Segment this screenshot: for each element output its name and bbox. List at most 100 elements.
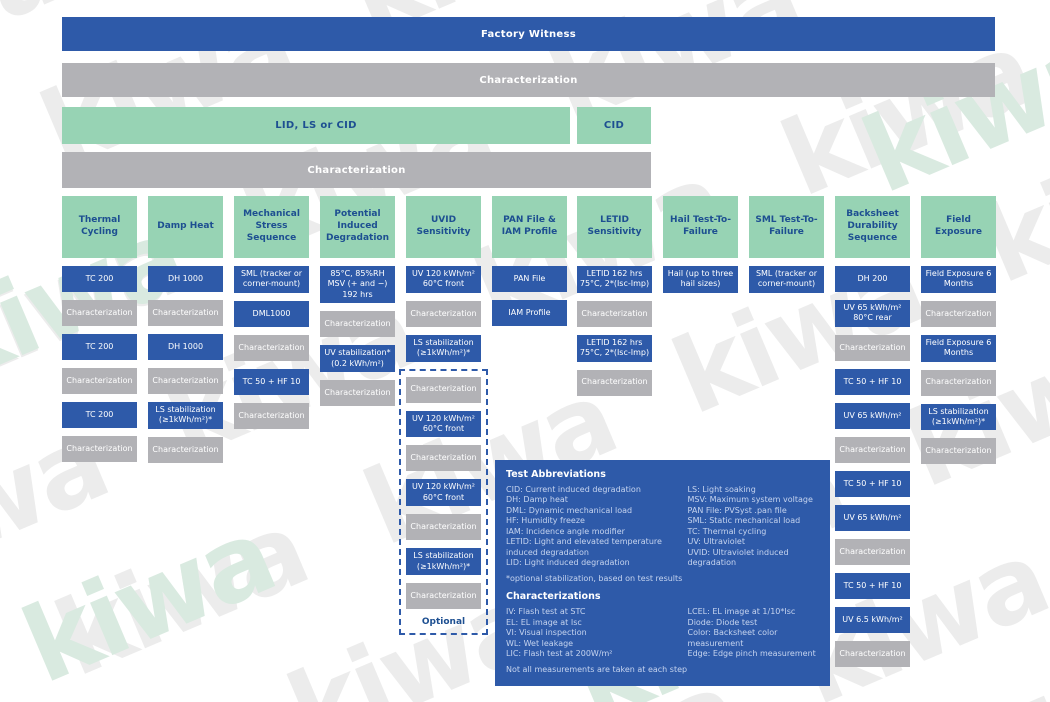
characterization-step: Characterization: [921, 300, 996, 327]
legend-item: LIC: Flash test at 200W/m²: [506, 649, 613, 659]
column-header: Damp Heat: [148, 196, 223, 258]
test-step: DH 1000: [148, 266, 223, 292]
characterization-step: Characterization: [577, 369, 652, 396]
test-step: DH 1000: [148, 334, 223, 360]
optional-label: Optional: [421, 616, 466, 627]
legend-item: LETID: Light and elevated temperature in…: [506, 537, 662, 557]
column-header: Hail Test-To-Failure: [663, 196, 738, 258]
legend-item: EL: EL image at Isc: [506, 617, 582, 627]
column-header: Field Exposure: [921, 196, 996, 258]
legend-item: IV: Flash test at STC: [506, 606, 586, 616]
legend-item: LS: Light soaking: [687, 484, 756, 494]
legend-item: Edge: Edge pinch measurement: [687, 649, 816, 659]
test-step: SML (tracker or corner-mount): [749, 266, 824, 293]
column-header: UVID Sensitivity: [406, 196, 481, 258]
characterization-step: Characterization: [835, 538, 910, 565]
legend-item: TC: Thermal cycling: [687, 526, 767, 536]
test-step: UV 120 kWh/m² 60°C front: [406, 410, 481, 438]
column-header: LETID Sensitivity: [577, 196, 652, 258]
characterization-bar-mid: Characterization: [62, 152, 651, 188]
test-step: TC 200: [62, 266, 137, 292]
column-header: Backsheet Durability Sequence: [835, 196, 910, 258]
test-step: SML (tracker or corner-mount): [234, 266, 309, 293]
characterization-step: Characterization: [921, 369, 996, 396]
legend-item: Color: Backsheet color measurement: [687, 628, 778, 648]
test-step: PAN File: [492, 266, 567, 292]
test-step: LETID 162 hrs 75°C, 2*(Isc-Imp): [577, 334, 652, 362]
characterization-step: Characterization: [320, 311, 395, 338]
characterization-step: Characterization: [406, 376, 481, 403]
characterization-step: Characterization: [320, 379, 395, 406]
test-step: TC 50 + HF 10: [234, 368, 309, 395]
test-column: Potential Induced Degradation 85°C, 85%RH…: [320, 196, 395, 414]
characterization-step: Characterization: [835, 640, 910, 667]
test-column: UVID Sensitivity UV 120 kWh/m² 60°C front…: [399, 196, 488, 635]
test-step: UV 6.5 kWh/m²: [835, 606, 910, 633]
cid-box: CID: [577, 107, 651, 144]
legend-item: Diode: Diode test: [687, 617, 758, 627]
legend-panel: Test Abbreviations CID: Current induced …: [495, 460, 830, 686]
optional-stabilization-note: *optional stabilization, based on test r…: [506, 573, 683, 583]
legend-item: IAM: Incidence angle modifier: [506, 526, 625, 536]
test-step: LS stabilization (≥1kWh/m²)*: [406, 334, 481, 362]
legend-item: VI: Visual inspection: [506, 628, 587, 638]
legend-item: LID: Light induced degradation: [506, 558, 630, 568]
characterization-step: Characterization: [921, 438, 996, 465]
legend-item: WL: Wet leakage: [506, 638, 574, 648]
characterization-step: Characterization: [406, 300, 481, 327]
characterization-step: Characterization: [62, 436, 137, 462]
characterization-step: Characterization: [148, 436, 223, 463]
test-step: Field Exposure 6 Months: [921, 334, 996, 362]
factory-witness-bar: Factory Witness: [62, 17, 995, 51]
column-header: Potential Induced Degradation: [320, 196, 395, 258]
characterization-step: Characterization: [148, 300, 223, 326]
test-step: LS stabilization (≥1kWh/m²)*: [148, 402, 223, 429]
characterization-step: Characterization: [234, 402, 309, 429]
column-header: SML Test-To-Failure: [749, 196, 824, 258]
test-column: Backsheet Durability Sequence DH 200 UV 65…: [835, 196, 910, 675]
characterization-step: Characterization: [835, 334, 910, 361]
legend-item: MSV: Maximum system voltage: [687, 495, 813, 505]
column-header: Mechanical Stress Sequence: [234, 196, 309, 258]
legend-title-abbreviations: Test Abbreviations: [506, 469, 606, 480]
characterization-step: Characterization: [577, 300, 652, 327]
characterization-step: Characterization: [234, 334, 309, 361]
measurements-note: Not all measurements are taken at each s…: [506, 664, 688, 674]
legend-item: UV: Ultraviolet: [687, 537, 745, 547]
characterization-step: Characterization: [406, 514, 481, 541]
test-step: UV 120 kWh/m² 60°C front: [406, 479, 481, 507]
test-step: UV 65 kWh/m² 80°C rear: [835, 300, 910, 327]
test-step: UV stabilization* (0.2 kWh/m²): [320, 345, 395, 372]
test-step: IAM Profile: [492, 300, 567, 326]
test-step: TC 50 + HF 10: [835, 368, 910, 395]
test-step: TC 50 + HF 10: [835, 470, 910, 497]
test-step: 85°C, 85%RH MSV (+ and −) 192 hrs: [320, 266, 395, 304]
test-step: LS stabilization (≥1kWh/m²)*: [921, 403, 996, 431]
characterization-step: Characterization: [62, 368, 137, 394]
test-step: DML1000: [234, 300, 309, 327]
test-step: UV 65 kWh/m²: [835, 402, 910, 429]
legend-item: SML: Static mechanical load: [687, 516, 801, 526]
test-step: DH 200: [835, 266, 910, 292]
test-step: LETID 162 hrs 75°C, 2*(Isc-Imp): [577, 266, 652, 293]
characterization-step: Characterization: [406, 582, 481, 609]
legend-item: PAN File: PVSyst .pan file: [687, 505, 787, 515]
characterization-step: Characterization: [62, 300, 137, 326]
lid-ls-cid-bar: LID, LS or CID: [62, 107, 570, 144]
test-step: TC 50 + HF 10: [835, 572, 910, 599]
column-header: PAN File & IAM Profile: [492, 196, 567, 258]
optional-steps-box: Characterization UV 120 kWh/m² 60°C front…: [399, 368, 488, 635]
legend-title-characterizations: Characterizations: [506, 591, 601, 603]
test-step: TC 200: [62, 334, 137, 360]
